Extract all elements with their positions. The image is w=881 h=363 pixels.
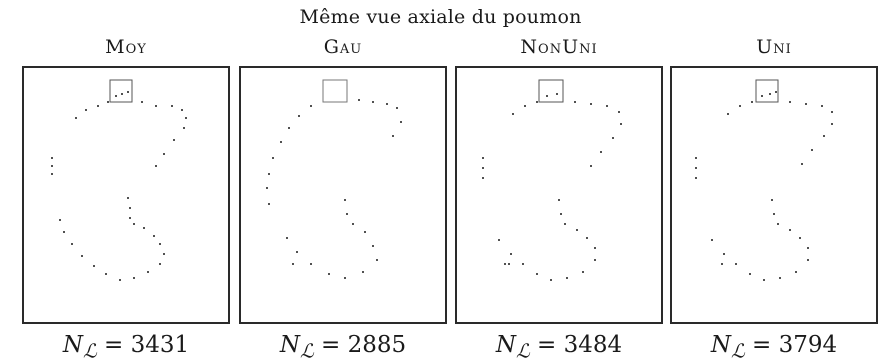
lung-view-frame xyxy=(670,66,878,324)
panel-title: Gau xyxy=(323,36,363,58)
zoom-box xyxy=(109,79,133,103)
count-symbol: N xyxy=(62,332,83,358)
lung-contour-points xyxy=(51,79,187,281)
count-symbol: N xyxy=(279,332,300,358)
panel-title: Moy xyxy=(105,36,147,58)
count-value: 3484 xyxy=(563,332,623,358)
landmark-count: Nℒ = 3484 xyxy=(495,332,623,363)
count-value: 3431 xyxy=(130,332,190,358)
panel-gau: Gau Nℒ = 2885 xyxy=(239,36,447,363)
lung-contour-points xyxy=(482,79,622,281)
count-subscript: ℒ xyxy=(515,339,530,363)
count-subscript: ℒ xyxy=(299,339,314,363)
lung-view-frame xyxy=(239,66,447,324)
count-subscript: ℒ xyxy=(82,339,97,363)
landmark-count: Nℒ = 3431 xyxy=(62,332,190,363)
contour-dots xyxy=(482,93,622,281)
panel-uni: Uni Nℒ = 3794 xyxy=(670,36,878,363)
panel-title: NonUni xyxy=(520,36,598,58)
zoom-box xyxy=(755,79,779,103)
count-symbol: N xyxy=(710,332,731,358)
count-symbol: N xyxy=(495,332,516,358)
contour-dots xyxy=(51,91,187,281)
panel-nonuni: NonUni Nℒ = 3484 xyxy=(455,36,663,363)
lung-view-frame xyxy=(22,66,230,324)
count-value: 2885 xyxy=(347,332,407,358)
panel-title: Uni xyxy=(756,36,792,58)
count-value: 3794 xyxy=(778,332,838,358)
lung-contour-points xyxy=(266,79,402,279)
zoom-box xyxy=(538,79,564,103)
landmark-count: Nℒ = 3794 xyxy=(710,332,838,363)
lung-view-frame xyxy=(455,66,663,324)
contour-dots xyxy=(695,91,833,281)
lung-contour-points xyxy=(695,79,833,281)
count-subscript: ℒ xyxy=(730,339,745,363)
panel-moy: Moy Nℒ = 3431 xyxy=(22,36,230,363)
contour-dots xyxy=(266,99,402,279)
figure-title: Même vue axiale du poumon xyxy=(299,6,582,28)
landmark-count: Nℒ = 2885 xyxy=(279,332,407,363)
zoom-box xyxy=(322,79,348,103)
